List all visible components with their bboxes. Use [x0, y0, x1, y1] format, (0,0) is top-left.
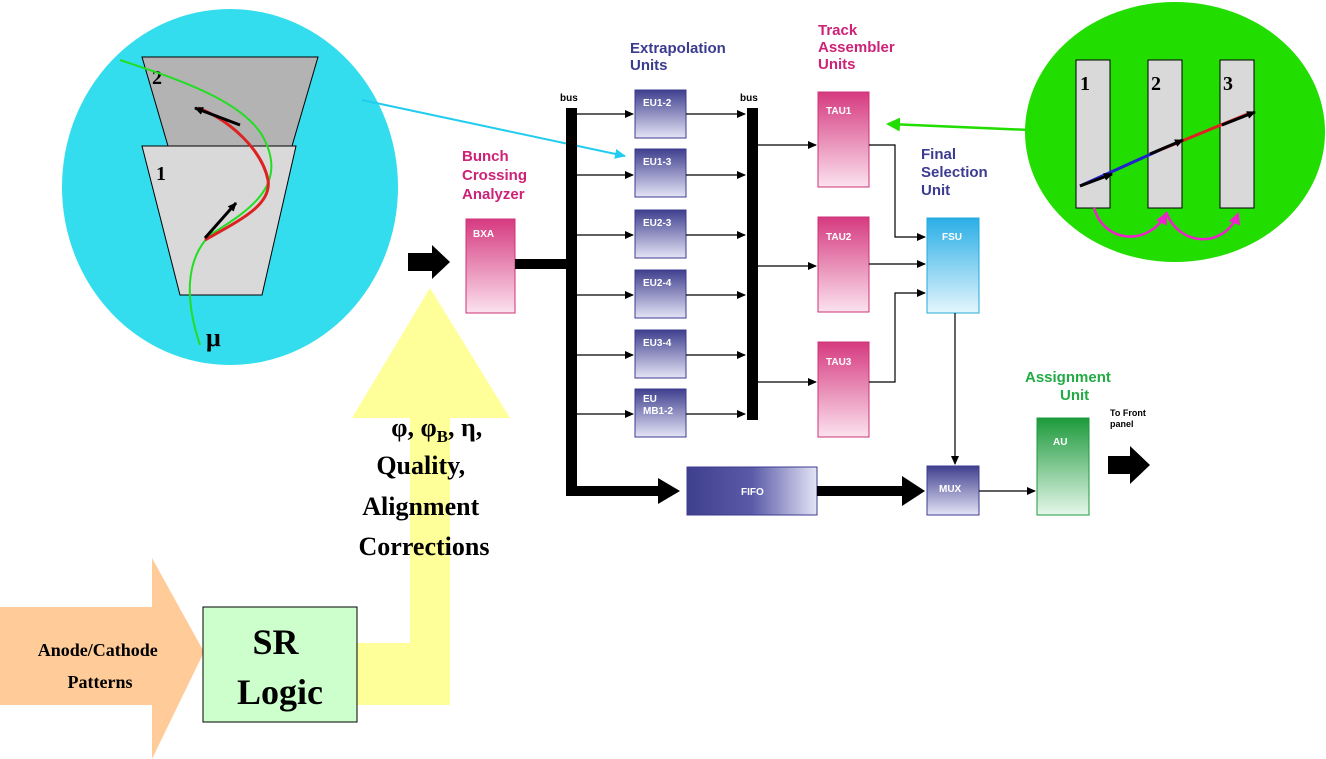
track-assembler-units-title: Track Assembler Units	[818, 22, 899, 73]
bxa-block	[465, 218, 516, 314]
fifo-label: FIFO	[741, 487, 764, 498]
extrapolation-units-title: Extrapolation Units	[630, 40, 730, 74]
eu2-3-label: EU2-3	[643, 218, 672, 229]
cyan-pointer-arrow	[361, 99, 626, 159]
muon-track-green	[119, 59, 273, 346]
bus-to-fifo-arrowhead	[658, 478, 680, 504]
muon-symbol: μ	[206, 323, 221, 352]
segment-arrow-upper	[194, 106, 241, 127]
group-titles: Extrapolation Units Track Assembler Unit…	[462, 22, 1115, 404]
bus-to-tau-arrows	[758, 141, 817, 386]
eu2-4-block	[634, 269, 687, 319]
fifo-to-mux-arrowhead	[902, 476, 925, 506]
to-front-panel-label: To Front panel	[1110, 408, 1148, 429]
sr-logic-label: SR Logic	[237, 622, 323, 712]
au-block	[1036, 417, 1090, 516]
eu2-3-block	[634, 209, 687, 259]
track-arrow-2	[1149, 138, 1184, 156]
track-station-1-label: 1	[1080, 73, 1090, 95]
eu2-4-label: EU2-4	[643, 278, 672, 289]
eu1-2-label: EU1-2	[643, 98, 672, 109]
anode-cathode-label: Anode/Cathode Patterns	[38, 640, 163, 692]
tau3-block	[817, 341, 870, 438]
sr-logic-box	[202, 606, 358, 723]
output-bus	[747, 108, 758, 420]
magenta-link-1-2	[1092, 207, 1168, 238]
bus-to-eu-arrows	[577, 110, 634, 418]
magenta-link-2-3	[1164, 211, 1241, 241]
yellow-input-arrow	[352, 288, 510, 705]
eu3-4-label: EU3-4	[643, 338, 672, 349]
inputs-text: φ, φB, η, Quality, Alignment Corrections	[359, 413, 490, 561]
tau2-block	[817, 216, 870, 313]
track-station-1	[1075, 59, 1111, 209]
tau1-label: TAU1	[826, 106, 852, 117]
muon-stations-illustration: 2 1 μ	[62, 9, 398, 365]
orange-input-arrow	[0, 558, 204, 759]
extrapolation-units: EU1-2 EU1-3 EU2-3 EU2-4 EU3-4 EU MB1-2	[634, 89, 687, 438]
eu-mb1-2-block	[634, 388, 687, 438]
tau1-block	[817, 91, 870, 188]
bunch-crossing-analyzer-title: Bunch Crossing Analyzer	[462, 148, 531, 203]
muon-track-red	[197, 106, 270, 242]
tau2-label: TAU2	[826, 232, 852, 243]
bxa-to-bus-connector	[515, 259, 567, 269]
fsu-label: FSU	[942, 232, 962, 243]
final-selection-unit-title: Final Selection Unit	[921, 146, 992, 199]
station-2-label: 2	[152, 67, 162, 89]
station-2-trapezoid	[141, 56, 319, 147]
track-station-2-label: 2	[1151, 73, 1161, 95]
track-arrow-3	[1221, 110, 1256, 127]
assignment-unit-title: Assignment Unit	[1025, 369, 1115, 404]
eu1-3-block	[634, 148, 687, 198]
track-assembler-units: TAU1 TAU2 TAU3	[817, 91, 870, 438]
segment-arrow-lower	[203, 202, 238, 239]
eu3-4-block	[634, 329, 687, 379]
eu-mb1-2-label: EU MB1-2	[643, 394, 673, 417]
track-station-2	[1147, 59, 1183, 209]
au-label: AU	[1053, 437, 1067, 448]
eu1-3-label: EU1-3	[643, 157, 672, 168]
tau-to-fsu-arrows	[869, 144, 926, 383]
station-1-label: 1	[156, 163, 166, 185]
bus-label-right: bus	[740, 93, 758, 104]
bxa-label: BXA	[473, 229, 494, 240]
fifo-block	[686, 466, 818, 516]
track-station-3-label: 3	[1223, 73, 1233, 95]
bus-label-left: bus	[560, 93, 578, 104]
input-arrow	[408, 245, 450, 279]
eu-to-bus-arrows	[686, 110, 746, 418]
output-arrow	[1108, 446, 1150, 484]
track-assembly-illustration: 1 2 3	[1025, 2, 1325, 262]
fifo-to-mux-connector	[817, 486, 905, 496]
mux-label: MUX	[939, 484, 962, 495]
green-pointer-arrow	[886, 117, 1031, 132]
tau3-label: TAU3	[826, 357, 852, 368]
track-station-3	[1219, 59, 1255, 209]
input-bus	[566, 108, 577, 496]
bus-to-fifo-connector	[566, 486, 661, 496]
track-arrow-1	[1079, 172, 1113, 188]
fsu-block	[926, 217, 980, 314]
